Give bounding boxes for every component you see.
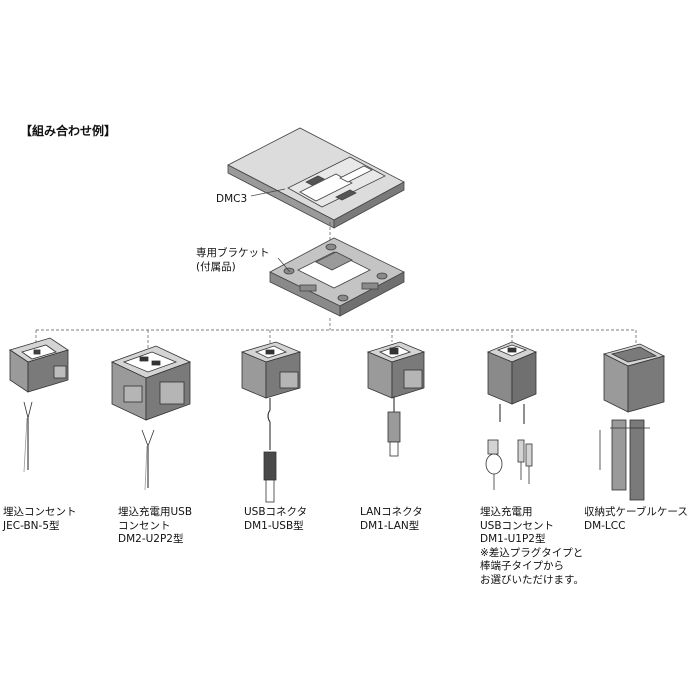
module-label-dm2: 埋込充電用USB コンセント DM2-U2P2型 [118,506,192,547]
module-usb-connector [240,341,302,503]
bracket-label-line1: 専用ブラケット [196,247,270,259]
label-line: USBコネクタ [244,506,308,518]
bracket-label: 専用ブラケット (付属品) [196,246,270,274]
module-label-lcc: 収納式ケーブルケース DM-LCC [584,506,688,533]
module-usb-outlet-dm2 [110,345,192,491]
label-note: お選びいただけます。 [480,573,584,586]
dmc3-cover [227,127,405,229]
module-label-jec: 埋込コンセント JEC-BN-5型 [3,506,77,533]
bracket [269,237,405,317]
label-line: 埋込充電用 [480,506,533,518]
label-line: DM1-USB型 [244,519,304,532]
connector-tree [35,318,637,348]
module-label-usb: USBコネクタ DM1-USB型 [244,506,307,533]
module-cable-case [599,343,666,501]
module-label-dm1: 埋込充電用 USBコンセント DM1-U1P2型 ※差込プラグタイプと 棒端子タ… [480,506,584,587]
label-note: 棒端子タイプから [480,560,564,572]
module-outlet-jec [9,337,69,473]
label-line: DM1-U1P2型 [480,533,546,545]
module-lan-connector [366,341,426,457]
label-line: DM2-U2P2型 [118,533,184,545]
section-heading: 【組み合わせ例】 [20,124,117,138]
label-note: ※差込プラグタイプと [480,546,584,559]
module-usb-outlet-dm1 [485,341,538,490]
label-line: 収納式ケーブルケース [584,506,688,518]
label-line: コンセント [118,519,171,532]
label-line: LANコネクタ [360,506,423,518]
label-line: 埋込コンセント [3,506,77,518]
label-line: JEC-BN-5型 [3,519,60,532]
label-line: 埋込充電用USB [118,506,193,518]
label-line: DM1-LAN型 [360,519,420,532]
bracket-label-line2: (付属品) [196,261,236,273]
module-label-lan: LANコネクタ DM1-LAN型 [360,506,423,533]
label-line: DM-LCC [584,519,626,532]
label-line: USBコンセント [480,519,555,532]
cover-label: DMC3 [216,193,248,205]
